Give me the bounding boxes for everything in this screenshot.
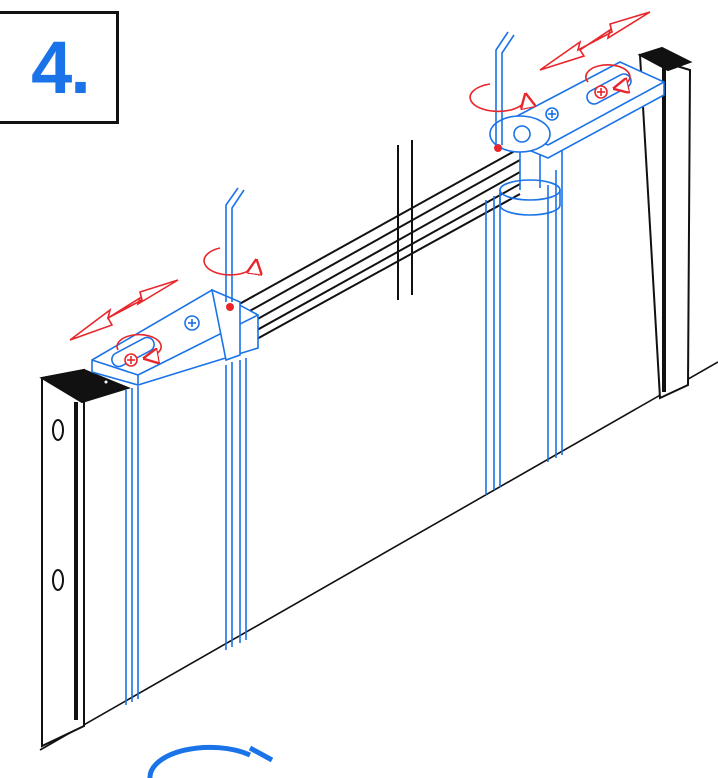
left-end-panel bbox=[39, 368, 131, 748]
left-hanger-plate bbox=[91, 288, 259, 386]
rotation-check-icon bbox=[147, 744, 274, 778]
step-number-box: 4. bbox=[0, 11, 119, 124]
floor-line bbox=[39, 361, 718, 751]
adjust-point bbox=[494, 144, 502, 152]
rotate-arrow-icon bbox=[116, 64, 631, 358]
panel-frame-blue bbox=[125, 148, 563, 705]
top-rail bbox=[224, 147, 521, 341]
double-arrow-icon bbox=[69, 11, 651, 341]
right-hanger-plate bbox=[489, 61, 665, 159]
right-end-panel bbox=[637, 46, 693, 400]
hex-key-icon bbox=[225, 31, 515, 302]
step-number: 4. bbox=[31, 25, 91, 109]
screw-icon bbox=[124, 85, 608, 367]
adjust-point bbox=[226, 303, 234, 311]
rail-break-mark bbox=[397, 140, 413, 300]
